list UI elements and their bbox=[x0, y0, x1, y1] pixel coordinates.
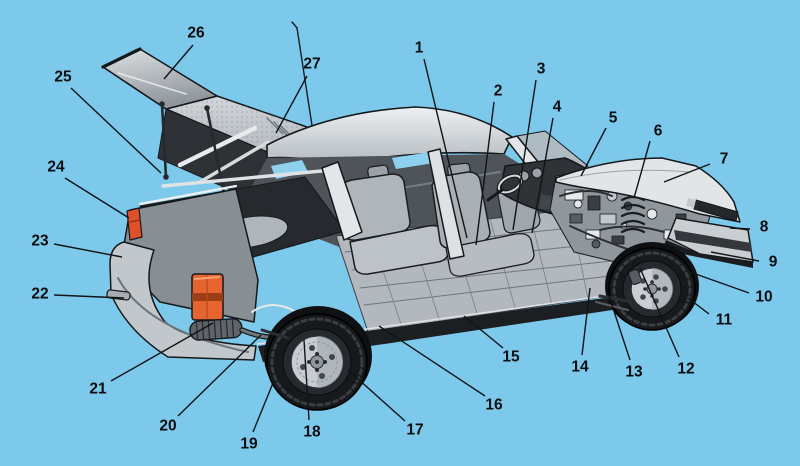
part-number-21: 21 bbox=[89, 381, 107, 398]
part-number-13: 13 bbox=[625, 364, 643, 381]
leader-line-21 bbox=[110, 322, 214, 382]
leader-line-25 bbox=[70, 87, 162, 174]
turn-indicator bbox=[686, 198, 696, 208]
leader-line-10 bbox=[689, 271, 750, 294]
tire-tread bbox=[612, 251, 692, 327]
part-number-16: 16 bbox=[485, 397, 503, 414]
part-number-1: 1 bbox=[415, 40, 424, 57]
part-number-9: 9 bbox=[769, 254, 778, 271]
leader-line-1 bbox=[423, 58, 468, 239]
part-number-8: 8 bbox=[760, 219, 769, 236]
tire-tread bbox=[270, 317, 364, 407]
part-number-26: 26 bbox=[187, 25, 205, 42]
part-number-22: 22 bbox=[31, 286, 48, 303]
instrument-dial bbox=[531, 167, 543, 179]
tail-light bbox=[191, 273, 224, 321]
tailgate-edge bbox=[101, 47, 142, 69]
brake-line bbox=[251, 304, 297, 313]
leader-line-24 bbox=[64, 177, 130, 219]
parcel-shelf bbox=[161, 168, 334, 188]
brake-caliper bbox=[628, 269, 642, 285]
lug-nuts bbox=[307, 352, 327, 372]
part-number-11: 11 bbox=[716, 312, 733, 329]
b-pillar bbox=[427, 148, 465, 260]
part-number-7: 7 bbox=[720, 151, 729, 168]
part-number-6: 6 bbox=[654, 123, 663, 140]
window-see-through bbox=[392, 152, 434, 169]
leader-line-23 bbox=[53, 243, 123, 258]
part-number-24: 24 bbox=[47, 159, 65, 176]
part-number-20: 20 bbox=[159, 418, 176, 435]
leader-line-18 bbox=[303, 339, 310, 421]
c-pillar bbox=[321, 161, 363, 241]
front-air-dam bbox=[662, 240, 753, 268]
leader-line-2 bbox=[475, 101, 495, 246]
leader-line-7 bbox=[663, 163, 711, 183]
hood-seam bbox=[559, 169, 691, 181]
rear-wheel bbox=[264, 306, 372, 411]
bumper-rub-strip bbox=[674, 230, 752, 252]
leader-line-14 bbox=[581, 287, 591, 356]
wheel-slots bbox=[300, 345, 335, 379]
part-number-25: 25 bbox=[54, 69, 72, 86]
leader-line-27 bbox=[275, 75, 308, 134]
steering-column bbox=[486, 188, 504, 202]
part-number-23: 23 bbox=[31, 233, 49, 250]
leader-line-20 bbox=[177, 334, 262, 417]
part-number-10: 10 bbox=[755, 289, 772, 306]
leader-line-12 bbox=[639, 267, 680, 358]
front-end bbox=[555, 157, 754, 268]
part-number-17: 17 bbox=[406, 422, 423, 439]
lug-nuts bbox=[643, 280, 661, 298]
part-number-2: 2 bbox=[494, 83, 503, 100]
leader-line-3 bbox=[512, 79, 537, 231]
trunk-sill-highlight bbox=[138, 184, 238, 206]
part-number-27: 27 bbox=[303, 56, 320, 73]
leader-line-13 bbox=[608, 295, 631, 361]
leader-line-6 bbox=[633, 140, 651, 199]
part-number-5: 5 bbox=[609, 110, 618, 127]
corner-lamp bbox=[126, 207, 143, 241]
muffler bbox=[189, 318, 243, 341]
part-number-19: 19 bbox=[240, 436, 258, 453]
leader-line-19 bbox=[252, 382, 274, 433]
body-brace bbox=[198, 140, 270, 184]
part-number-15: 15 bbox=[502, 349, 520, 366]
headlight bbox=[693, 199, 739, 222]
part-number-14: 14 bbox=[571, 359, 589, 376]
leader-line-11 bbox=[687, 297, 710, 315]
leader-line-15 bbox=[463, 315, 504, 349]
front-seat-cushion bbox=[445, 232, 535, 277]
leader-line-17 bbox=[347, 369, 406, 422]
leader-line-5 bbox=[580, 127, 607, 177]
part-number-18: 18 bbox=[303, 424, 321, 441]
leader-line-16 bbox=[378, 325, 486, 397]
leader-line-26 bbox=[163, 44, 194, 80]
body-brace bbox=[177, 125, 258, 168]
tailgate-highlight bbox=[117, 72, 187, 95]
front-wheel bbox=[605, 242, 699, 331]
leader-line-22 bbox=[53, 294, 125, 299]
leader-line-8 bbox=[729, 227, 751, 230]
part-number-12: 12 bbox=[677, 361, 694, 378]
leader-line-9 bbox=[710, 251, 760, 262]
part-number-4: 4 bbox=[553, 99, 562, 116]
part-number-3: 3 bbox=[537, 61, 546, 78]
leader-line-4 bbox=[531, 117, 554, 234]
rear-bumper bbox=[109, 241, 257, 361]
car-illustration bbox=[101, 21, 754, 411]
callout-labels: 1234567891011121314151617181920212223242… bbox=[31, 25, 777, 453]
